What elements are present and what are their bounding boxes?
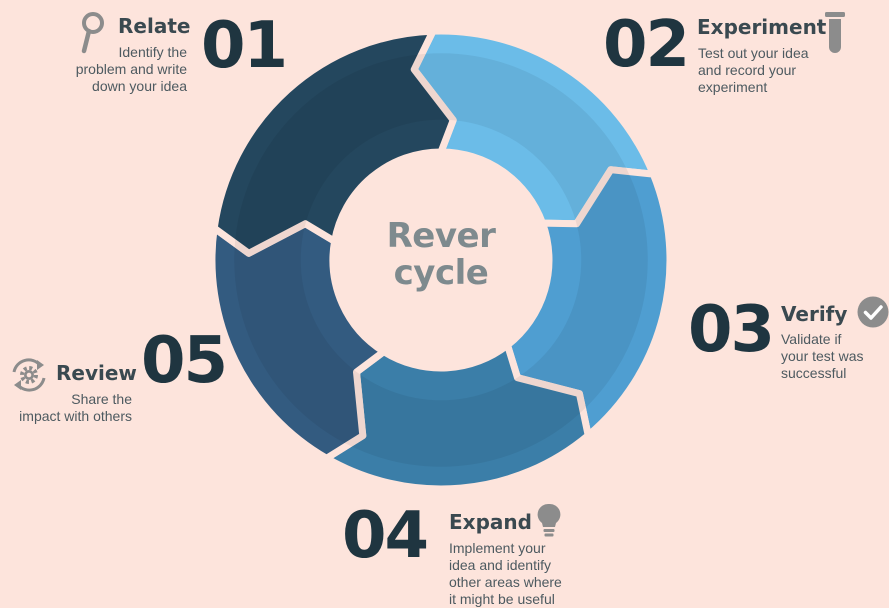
step-04-title: Expand — [449, 510, 532, 534]
step-01-description: Identify the problem and write down your… — [40, 44, 187, 95]
step-04-line: it might be useful — [449, 591, 555, 607]
step-02-title: Experiment — [697, 15, 827, 39]
gear-cycle-icon — [12, 358, 46, 392]
step-04-line: other areas where — [449, 574, 562, 590]
step-03-line: Validate if — [781, 331, 842, 347]
magnifier-icon — [81, 12, 104, 54]
step-05-line: impact with others — [19, 408, 132, 424]
step-01-line: Identify the — [118, 44, 188, 60]
step-02-line: Test out your idea — [698, 45, 809, 61]
cycle-segment-05 — [210, 27, 457, 257]
step-01-line: down your idea — [92, 78, 187, 94]
step-04-line: idea and identify — [449, 557, 551, 573]
step-03-line: successful — [781, 365, 847, 381]
step-05-line: Share the — [71, 391, 132, 407]
step-02-number: 02 — [603, 8, 690, 82]
step-05-title: Review — [56, 361, 137, 385]
center-label: Rever cycle — [341, 218, 541, 292]
center-disc — [335, 154, 547, 366]
step-04-number: 04 — [342, 499, 429, 573]
step-01-line: problem and write — [75, 61, 187, 77]
step-05-number: 05 — [141, 324, 228, 398]
center-label-line1: Rever — [386, 216, 496, 256]
step-04-line: Implement your — [449, 540, 546, 556]
center-label-line2: cycle — [393, 253, 489, 293]
checkmark-circle-icon — [857, 296, 889, 328]
lightbulb-icon — [537, 503, 561, 537]
test-tube-icon — [825, 12, 845, 53]
cycle-ring-shade — [234, 53, 648, 467]
step-01-title: Relate — [118, 14, 191, 38]
step-02-description: Test out your idea and record your exper… — [698, 45, 838, 96]
step-02-line: and record your — [698, 62, 797, 78]
step-03-title: Verify — [781, 302, 848, 326]
step-03-line: your test was — [781, 348, 864, 364]
step-04-description: Implement your idea and identify other a… — [449, 540, 589, 608]
step-03-description: Validate if your test was successful — [781, 331, 881, 382]
step-03-number: 03 — [688, 293, 775, 367]
step-05-description: Share the impact with others — [0, 391, 132, 425]
step-02-line: experiment — [698, 79, 768, 95]
step-01-number: 01 — [201, 9, 288, 83]
